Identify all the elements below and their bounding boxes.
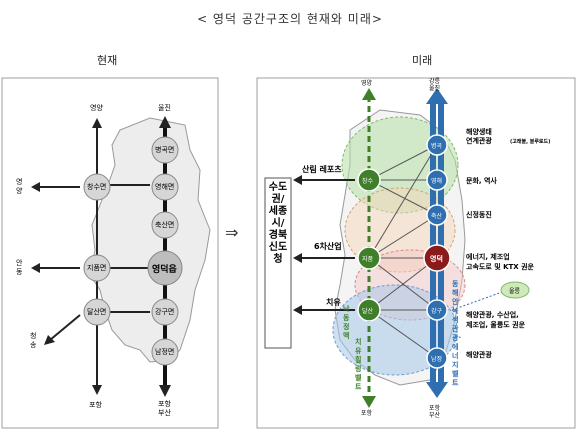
present-end-yeongyang: 영양 [90, 104, 103, 112]
arrowhead-n2 [159, 116, 171, 128]
future-top-left: 영양 [361, 80, 373, 87]
present-end-cheongsong: 청 송 [30, 332, 37, 349]
capital-region-label: 수도권/세종시/경북신도청 [268, 182, 288, 265]
fnode-label-dalsan: 달산 [362, 308, 374, 315]
node-namjeong [151, 338, 179, 366]
future-west-arrow-1 [293, 175, 302, 185]
arrowhead-w1 [31, 182, 40, 192]
present-node-byeonggok: 병곡면 [155, 146, 175, 154]
label-coastal-belt: 동해안녹색관광·에너지벨트 [452, 280, 462, 387]
coastal-arrowhead-n [426, 88, 448, 104]
label-marine: 해양관광, 수산업, 제조업, 울릉도 권운 [466, 311, 526, 329]
node-jipum [83, 254, 111, 282]
future-west-arrow-2 [293, 253, 302, 263]
node-byeonggok [151, 136, 179, 164]
present-node-ganggu: 강구면 [155, 308, 175, 316]
node-ganggu [151, 298, 179, 326]
arrowhead-s1 [92, 385, 102, 395]
present-node-namjeong: 남정면 [155, 348, 175, 356]
label-nakdong: 낙동정맥 [343, 305, 350, 340]
future-bottom-right: 포항 부산 [429, 405, 441, 419]
arrow-southwest [49, 314, 81, 341]
present-node-changsu: 창수면 [87, 183, 107, 191]
present-node-yeongdeok: 영덕읍 [152, 265, 177, 275]
label-sea-ecology-sub: (고래불, 블루로드) [510, 139, 551, 145]
fnode-label-chuksan: 축산 [431, 213, 443, 220]
fnode-label-ganggu: 강구 [431, 308, 443, 315]
present-end-pohang: 포항 [89, 401, 102, 409]
present-county-outline [89, 117, 211, 363]
ulleung-island [500, 281, 530, 299]
label-ulleung: 울릉 [509, 288, 521, 295]
node-yeonghae [151, 173, 179, 201]
node-changsu [83, 173, 111, 201]
node-dalsan [83, 298, 111, 326]
label-energy: 에너지, 제조업 고속도로 및 KTX 권운 [466, 253, 534, 271]
present-node-chuksan: 축산면 [155, 221, 175, 229]
future-top-right: 강릉 울진 [429, 78, 441, 92]
label-marine-2: 해양관광 [466, 351, 492, 359]
future-label: 미래 [412, 54, 433, 67]
future-bottom-left: 포항 [361, 410, 373, 417]
arrowhead-w2 [31, 263, 40, 273]
future-west-arrow-3 [293, 305, 302, 315]
fnode-changsu [357, 168, 381, 192]
arrowhead-n1 [92, 118, 102, 128]
node-chuksan [151, 211, 179, 239]
label-healing: 치유 [326, 298, 341, 307]
transition-arrow: ⇒ [225, 223, 239, 242]
fnode-jipum [357, 246, 381, 270]
page-title: < 영덕 공간구조의 현재와 미래> [197, 12, 383, 26]
present-end-andong: 안 동 [16, 259, 23, 276]
arrowhead-s2 [159, 385, 171, 397]
fnode-dalsan [357, 298, 381, 322]
fnode-namjeong [426, 347, 448, 369]
fnode-label-yeonghae: 영해 [431, 178, 443, 185]
node-yeongdeok [147, 250, 183, 286]
coastal-arrowhead-s [426, 382, 448, 398]
fnode-label-yeongdeok: 영덕 [430, 255, 443, 263]
fnode-ganggu [426, 299, 448, 321]
label-culture: 문화, 역사 [466, 177, 497, 185]
present-end-yeongyang-w: 영 양 [16, 178, 23, 195]
healing-arrowhead-n [362, 88, 376, 100]
fnode-label-jipum: 지품 [362, 256, 374, 263]
present-node-jipum: 지품면 [87, 264, 107, 272]
fnode-label-changsu: 창수 [362, 178, 374, 185]
label-sixth-industry: 6차산업 [314, 242, 342, 251]
present-node-dalsan: 달산면 [87, 308, 107, 316]
present-end-uljin: 울진 [158, 104, 171, 112]
label-newtown: 신정동진 [466, 211, 492, 219]
present-label: 현재 [97, 54, 118, 67]
present-end-pohang-busan: 포항 부산 [158, 400, 171, 417]
label-healing-belt: 치유힐링벨트 [355, 338, 362, 391]
capital-region-box [264, 177, 292, 349]
healing-arrowhead-s [362, 396, 376, 408]
fnode-label-byeonggok: 병곡 [431, 143, 443, 150]
fnode-byeonggok [426, 134, 448, 156]
fnode-label-namjeong: 남정 [431, 356, 443, 363]
fnode-yeonghae [426, 169, 448, 191]
present-node-yeonghae: 영해면 [155, 183, 175, 191]
label-sea-ecology: 해양생태 연계관광 [466, 128, 492, 145]
fnode-chuksan [426, 204, 448, 226]
arrowhead-sw [44, 335, 55, 345]
fnode-yeongdeok [423, 244, 451, 272]
label-forest-leisure: 산림 레포츠 [302, 165, 342, 174]
